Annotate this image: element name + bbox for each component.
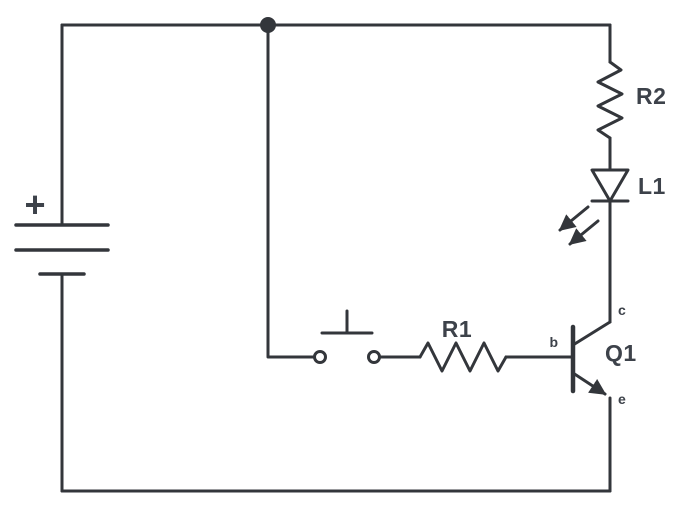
- transistor-q1: b c e Q1: [549, 302, 636, 407]
- resistor-r1-label: R1: [442, 316, 472, 342]
- junction-dot: [260, 17, 276, 33]
- led-light-arrow-1: [558, 205, 590, 232]
- resistor-r2: R2: [596, 60, 666, 140]
- transistor-emitter-lead: [571, 371, 607, 396]
- middle-branch-wire: [266, 23, 316, 359]
- resistor-r1: R1: [418, 316, 508, 373]
- push-button-switch: [313, 309, 381, 364]
- resistor-r1-zigzag: [418, 341, 508, 373]
- switch-contact-left: [313, 350, 327, 364]
- battery: +: [14, 184, 110, 276]
- led-anode-triangle: [590, 168, 630, 203]
- battery-positive-label: +: [24, 184, 45, 225]
- transistor-pin-e-label: e: [618, 391, 626, 407]
- led-l1-label: L1: [638, 173, 666, 199]
- resistor-r2-label: R2: [636, 83, 666, 109]
- led-l1: L1: [558, 168, 666, 246]
- resistor-r2-zigzag: [596, 60, 624, 140]
- transistor-q1-label: Q1: [605, 340, 637, 366]
- transistor-collector-lead: [571, 320, 612, 347]
- wires: [60, 23, 612, 493]
- transistor-pin-b-label: b: [549, 334, 558, 350]
- led-light-arrow-2: [568, 219, 600, 246]
- switch-contact-right: [367, 350, 381, 364]
- transistor-pin-c-label: c: [618, 302, 626, 318]
